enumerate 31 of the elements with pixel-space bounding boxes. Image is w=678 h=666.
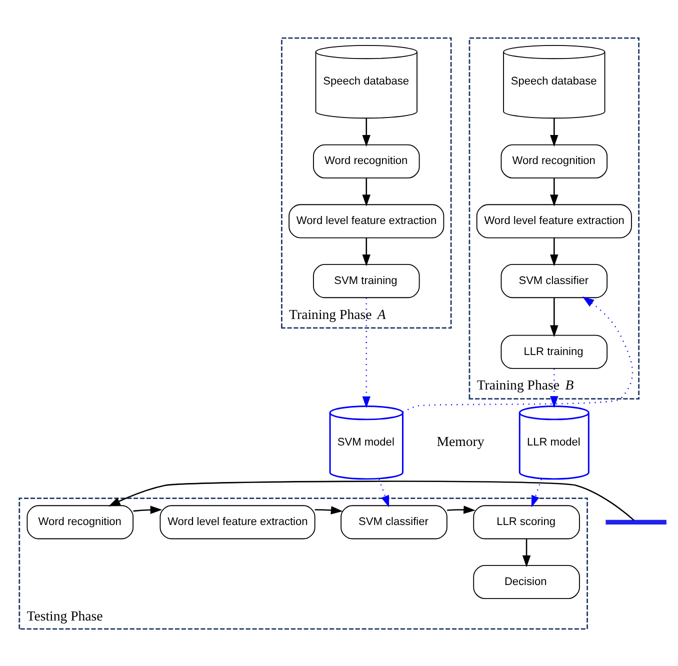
node-box: SVM classifier — [340, 504, 448, 539]
arrow — [550, 178, 558, 206]
arrow — [550, 118, 558, 146]
arrow — [108, 480, 634, 520]
node-bar — [606, 519, 666, 524]
arrow — [550, 237, 558, 266]
node-box: LLR training — [500, 334, 608, 368]
node-box: Word recognition — [26, 504, 134, 539]
node-box: Word recognition — [500, 144, 608, 178]
arrow — [531, 478, 542, 507]
arrow — [550, 297, 558, 337]
arrow — [402, 296, 634, 412]
node-box: Word recognition — [313, 144, 420, 178]
node-box: LLR scoring — [473, 504, 580, 539]
arrow — [447, 505, 476, 514]
label: Memory — [436, 433, 484, 448]
arrow — [314, 506, 343, 514]
arrow — [378, 478, 390, 507]
arrow — [362, 297, 371, 408]
node-box: Word level feature extraction — [160, 504, 316, 539]
arrow — [550, 368, 558, 408]
arrow — [362, 237, 371, 266]
arrow — [522, 538, 531, 567]
arrow — [362, 178, 371, 206]
node-box: SVM training — [313, 264, 420, 298]
node-box: Word level feature extraction — [288, 204, 444, 238]
arrow — [133, 505, 162, 514]
arrow — [362, 118, 371, 146]
node-box: SVM classifier — [500, 264, 608, 298]
node-box: Word level feature extraction — [476, 204, 632, 238]
node-box: Decision — [473, 564, 580, 599]
